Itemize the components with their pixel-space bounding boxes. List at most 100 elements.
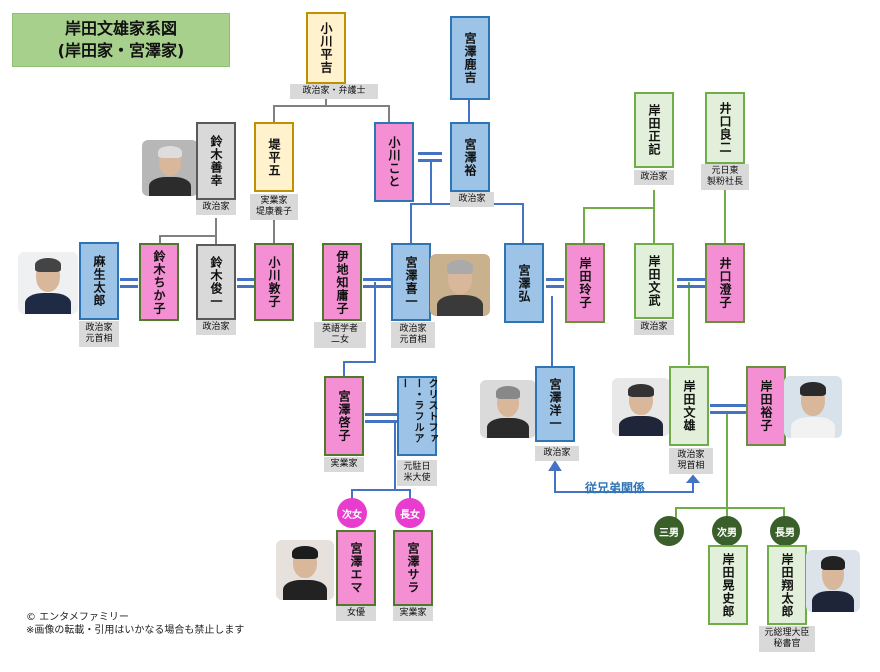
- person-name: 宮澤啓子: [337, 390, 351, 442]
- person-name: 岸田玲子: [578, 257, 592, 309]
- person-kishida-fumio: 岸田文雄: [669, 366, 709, 446]
- person-name: 岸田文武: [647, 255, 661, 307]
- person-christopher: クリストファー・ラフルアー: [397, 376, 437, 456]
- photo-kishida-yuko: [784, 376, 842, 438]
- person-iguchi-sumiko: 井口澄子: [705, 243, 745, 323]
- person-name: 宮澤洋一: [548, 378, 562, 430]
- photo-kishida-fumio: [612, 378, 670, 436]
- photo-kishida-shotaro: [806, 550, 860, 612]
- caption-line: 政治家: [399, 324, 427, 334]
- caption-miyazawa-sara: 実業家: [393, 606, 433, 621]
- caption-line: 元総理大臣: [764, 628, 810, 638]
- person-name: 岸田裕子: [759, 380, 773, 432]
- caption-suzuki-shunichi: 政治家: [196, 320, 236, 335]
- caption-aso-taro: 政治家 元首相: [79, 321, 119, 347]
- person-miyazawa-kiichi: 宮澤喜一: [391, 243, 431, 321]
- caption-kishida-fumitake: 政治家: [634, 320, 674, 335]
- badge-third-son: 三男: [654, 516, 684, 546]
- person-miyazawa-emma: 宮澤エマ: [336, 530, 376, 606]
- person-suzuki-zenko: 鈴木善幸: [196, 122, 236, 200]
- person-iguchi-ryoji: 井口良二: [705, 92, 745, 164]
- usage-notice: ※画像の転載・引用はいかなる場合も禁止します: [26, 625, 245, 636]
- caption-kishida-shotaro: 元総理大臣 秘書官: [759, 626, 815, 652]
- caption-ichiji-yoko: 英語学者 二女: [314, 322, 366, 348]
- caption-line: 製粉社長: [706, 177, 743, 187]
- caption-miyazawa-yoichi: 政治家: [535, 446, 579, 461]
- person-suzuki-shunichi: 鈴木俊一: [196, 244, 236, 320]
- person-miyazawa-sara: 宮澤サラ: [393, 530, 433, 606]
- person-name: 小川こと: [387, 136, 401, 188]
- photo-aso-taro: [18, 252, 78, 314]
- cousin-relation-label: 従兄弟関係: [585, 481, 646, 495]
- person-name: 鈴木俊一: [209, 256, 223, 308]
- title-line-1: 岸田文雄家系図: [64, 19, 177, 38]
- caption-miyazawa-keiko: 実業家: [324, 457, 364, 472]
- caption-miyazawa-yutaka: 政治家: [450, 192, 494, 207]
- badge-second-daughter: 次女: [337, 498, 367, 528]
- caption-line: 元駐日: [403, 462, 431, 472]
- person-name: 堤平五: [267, 137, 281, 177]
- marriage-marks: [120, 152, 746, 423]
- person-name: 宮澤サラ: [406, 542, 420, 594]
- caption-line: 英語学者: [321, 324, 358, 334]
- person-aso-taro: 麻生太郎: [79, 242, 119, 320]
- caption-line: 政治家: [85, 323, 113, 333]
- person-kishida-shotaro: 岸田翔太郎: [767, 545, 807, 625]
- person-kishida-reiko: 岸田玲子: [565, 243, 605, 323]
- caption-christopher: 元駐日 米大使: [397, 460, 437, 486]
- diagram-title: 岸田文雄家系図 (岸田家・宮澤家): [12, 13, 230, 67]
- caption-line: 米大使: [403, 473, 431, 483]
- badge-first-daughter: 長女: [395, 498, 425, 528]
- person-name: 小川敦子: [267, 256, 281, 308]
- caption-suzuki-zenko: 政治家: [196, 200, 236, 215]
- person-ogawa-atsuko: 小川敦子: [254, 243, 294, 321]
- caption-line: 元首相: [399, 335, 427, 345]
- caption-tsutsumi-heigo: 実業家 堤康養子: [250, 194, 298, 220]
- copyright-text: © エンタメファミリー: [26, 612, 129, 623]
- caption-kishida-fumio: 政治家 現首相: [669, 448, 713, 474]
- person-miyazawa-keiko: 宮澤啓子: [324, 376, 364, 456]
- person-name: 宮澤鹿吉: [463, 32, 477, 84]
- photo-miyazawa-yoichi: [480, 380, 536, 438]
- caption-line: 元首相: [85, 334, 113, 344]
- caption-line: 二女: [330, 335, 349, 345]
- person-name: 岸田文雄: [682, 380, 696, 432]
- title-line-2: (岸田家・宮澤家): [57, 41, 185, 60]
- person-name: 伊地知庸子: [335, 249, 349, 315]
- caption-line: 政治家: [677, 450, 705, 460]
- photo-miyazawa-emma: [276, 540, 334, 600]
- person-name: 井口良二: [718, 102, 732, 154]
- person-name: 宮澤エマ: [349, 542, 363, 594]
- person-miyazawa-hiroshi: 宮澤弘: [504, 243, 544, 323]
- person-name: 小川平吉: [319, 22, 333, 74]
- footer-credits: © エンタメファミリー ※画像の転載・引用はいかなる場合も禁止します: [26, 611, 244, 637]
- caption-kishida-masaki: 政治家: [634, 170, 674, 185]
- person-name: 井口澄子: [718, 257, 732, 309]
- person-ogawa-heikichi: 小川平吉: [306, 12, 346, 84]
- caption-ogawa-heikichi: 政治家・弁護士: [290, 84, 378, 99]
- person-name: クリストファー・ラフルアー: [398, 378, 437, 444]
- person-miyazawa-yoichi: 宮澤洋一: [535, 366, 575, 442]
- caption-line: 元日東: [711, 166, 739, 176]
- person-name: 岸田翔太郎: [780, 552, 794, 618]
- person-ogawa-koto: 小川こと: [374, 122, 414, 202]
- person-miyazawa-yutaka: 宮澤裕: [450, 122, 490, 192]
- person-name: 宮澤裕: [463, 137, 477, 177]
- caption-line: 実業家: [260, 196, 288, 206]
- photo-suzuki-zenko: [142, 140, 198, 196]
- person-kishida-akifumi: 岸田晃史郎: [708, 545, 748, 625]
- caption-line: 堤康養子: [255, 207, 292, 217]
- person-ichiji-yoko: 伊地知庸子: [322, 243, 362, 321]
- caption-miyazawa-emma: 女優: [336, 606, 376, 621]
- person-name: 宮澤喜一: [404, 256, 418, 308]
- badge-second-son: 次男: [712, 516, 742, 546]
- person-suzuki-chikako: 鈴木ちか子: [139, 243, 179, 321]
- caption-iguchi-ryoji: 元日東 製粉社長: [701, 164, 749, 190]
- caption-line: 秘書官: [773, 639, 801, 649]
- badge-first-son: 長男: [770, 516, 800, 546]
- person-name: 岸田晃史郎: [721, 552, 735, 618]
- person-kishida-fumitake: 岸田文武: [634, 243, 674, 319]
- caption-line: 現首相: [677, 461, 705, 471]
- person-kishida-masaki: 岸田正記: [634, 92, 674, 168]
